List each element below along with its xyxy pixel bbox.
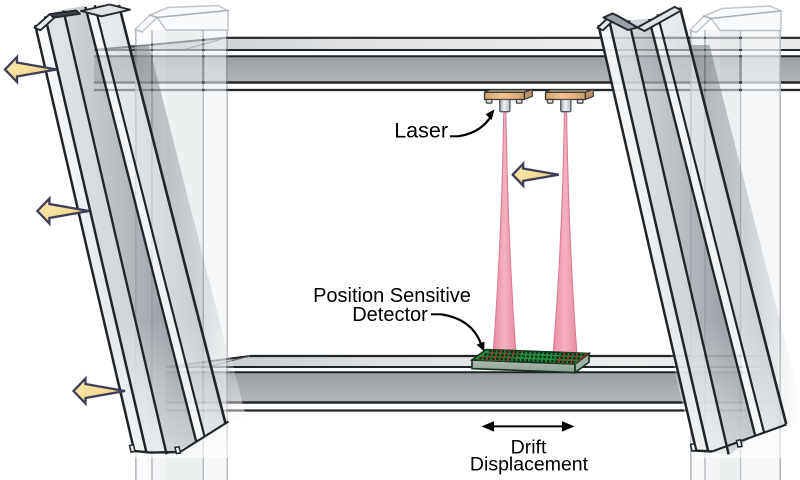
svg-text:Detector: Detector <box>352 304 428 326</box>
svg-text:Displacement: Displacement <box>470 454 589 476</box>
svg-text:Position Sensitive: Position Sensitive <box>313 285 471 307</box>
svg-text:Drift: Drift <box>511 437 547 459</box>
svg-text:Laser: Laser <box>394 119 448 143</box>
